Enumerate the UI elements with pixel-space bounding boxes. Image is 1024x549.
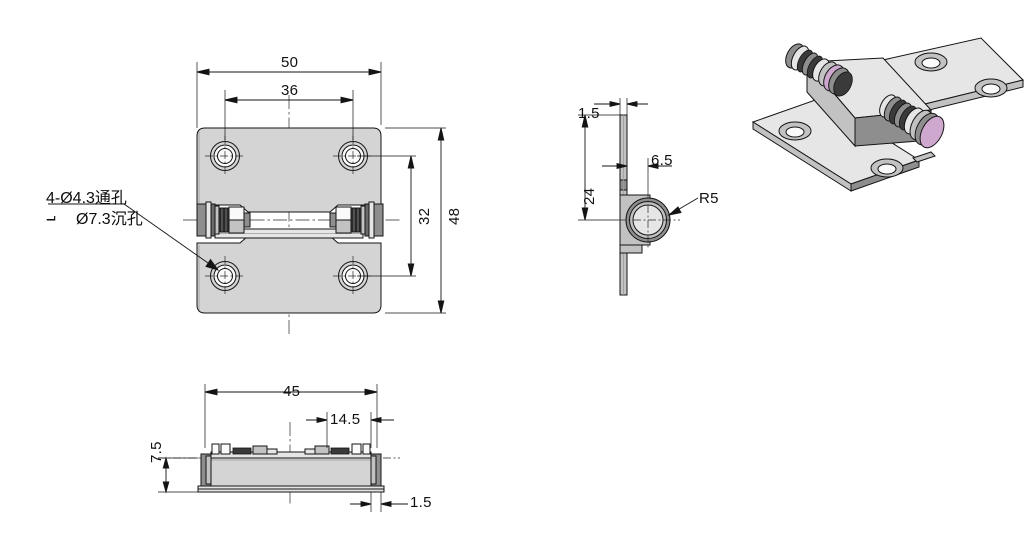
iso-front-hole-1-inner (785, 126, 805, 138)
side-view (540, 90, 760, 300)
dim-label-32: 32 (416, 207, 433, 225)
upper-plate-outline (196, 127, 382, 213)
dim-label-1p5-side: 1.5 (578, 105, 600, 122)
isometric-view (735, 18, 1024, 218)
dim-inner-14p5 (306, 412, 394, 448)
bottom-right-boss-a (362, 443, 371, 455)
dim-label-r5: R5 (699, 190, 719, 207)
dim-flange-1p5 (350, 492, 408, 512)
dim-hole-spacing-32 (357, 155, 416, 277)
dim-height-24 (578, 114, 620, 221)
note-leader-line (48, 203, 220, 271)
front-view (0, 0, 480, 340)
dim-label-48: 48 (446, 207, 463, 225)
dim-radius-r5-leader (667, 197, 699, 216)
hole-top-left (205, 136, 245, 176)
dim-length-45 (204, 384, 378, 448)
dim-label-7p5: 7.5 (148, 441, 165, 463)
dim-label-24: 24 (581, 187, 598, 205)
iso-pin-upper (785, 43, 853, 97)
note-counterbore: Ø7.3沉孔 (76, 211, 143, 228)
bottom-left-cap (252, 445, 268, 455)
iso-rear-hole-1-inner (921, 57, 941, 69)
note-through-hole: 4-Ø4.3通孔 (46, 190, 127, 207)
dim-thickness-1p5 (594, 98, 648, 115)
bottom-right-boss-b (351, 443, 362, 455)
dim-height-7p5 (158, 456, 198, 494)
bottom-left-flange-inner (205, 455, 212, 485)
dim-label-45: 45 (283, 383, 301, 400)
pivot-pin-left (196, 201, 251, 239)
dim-overall-width-50 (196, 62, 382, 128)
dim-label-6p5: 6.5 (651, 152, 673, 169)
iso-front-hole-2-inner (877, 163, 897, 175)
dim-overall-height-48 (385, 127, 446, 314)
bottom-left-boss-a (211, 443, 220, 455)
iso-lower-tab (912, 151, 936, 163)
bottom-right-flange-inner (370, 455, 377, 485)
iso-rear-hole-2-inner (981, 83, 1001, 95)
bottom-left-cap2 (266, 448, 278, 455)
dim-offset-6p5 (602, 158, 672, 190)
bottom-left-knurl (232, 447, 252, 455)
note-counterbore-symbol: ⨼ (46, 206, 56, 225)
iso-pin-lower (879, 94, 945, 149)
hole-bottom-left (205, 256, 245, 296)
bottom-right-knurl (330, 447, 350, 455)
pivot-pin-right (329, 201, 384, 239)
bottom-body-slab (210, 457, 372, 487)
bottom-view (100, 370, 480, 530)
bottom-left-boss-b (220, 443, 231, 455)
lower-plate-outline (196, 235, 382, 314)
dim-label-14p5: 14.5 (330, 411, 361, 428)
dim-label-1p5-bottom: 1.5 (410, 494, 432, 511)
bottom-right-cap2 (304, 448, 316, 455)
dim-label-50: 50 (281, 54, 299, 71)
dim-hole-spacing-36 (224, 90, 354, 140)
dim-label-36: 36 (281, 82, 299, 99)
side-bottom-tab (619, 244, 643, 254)
